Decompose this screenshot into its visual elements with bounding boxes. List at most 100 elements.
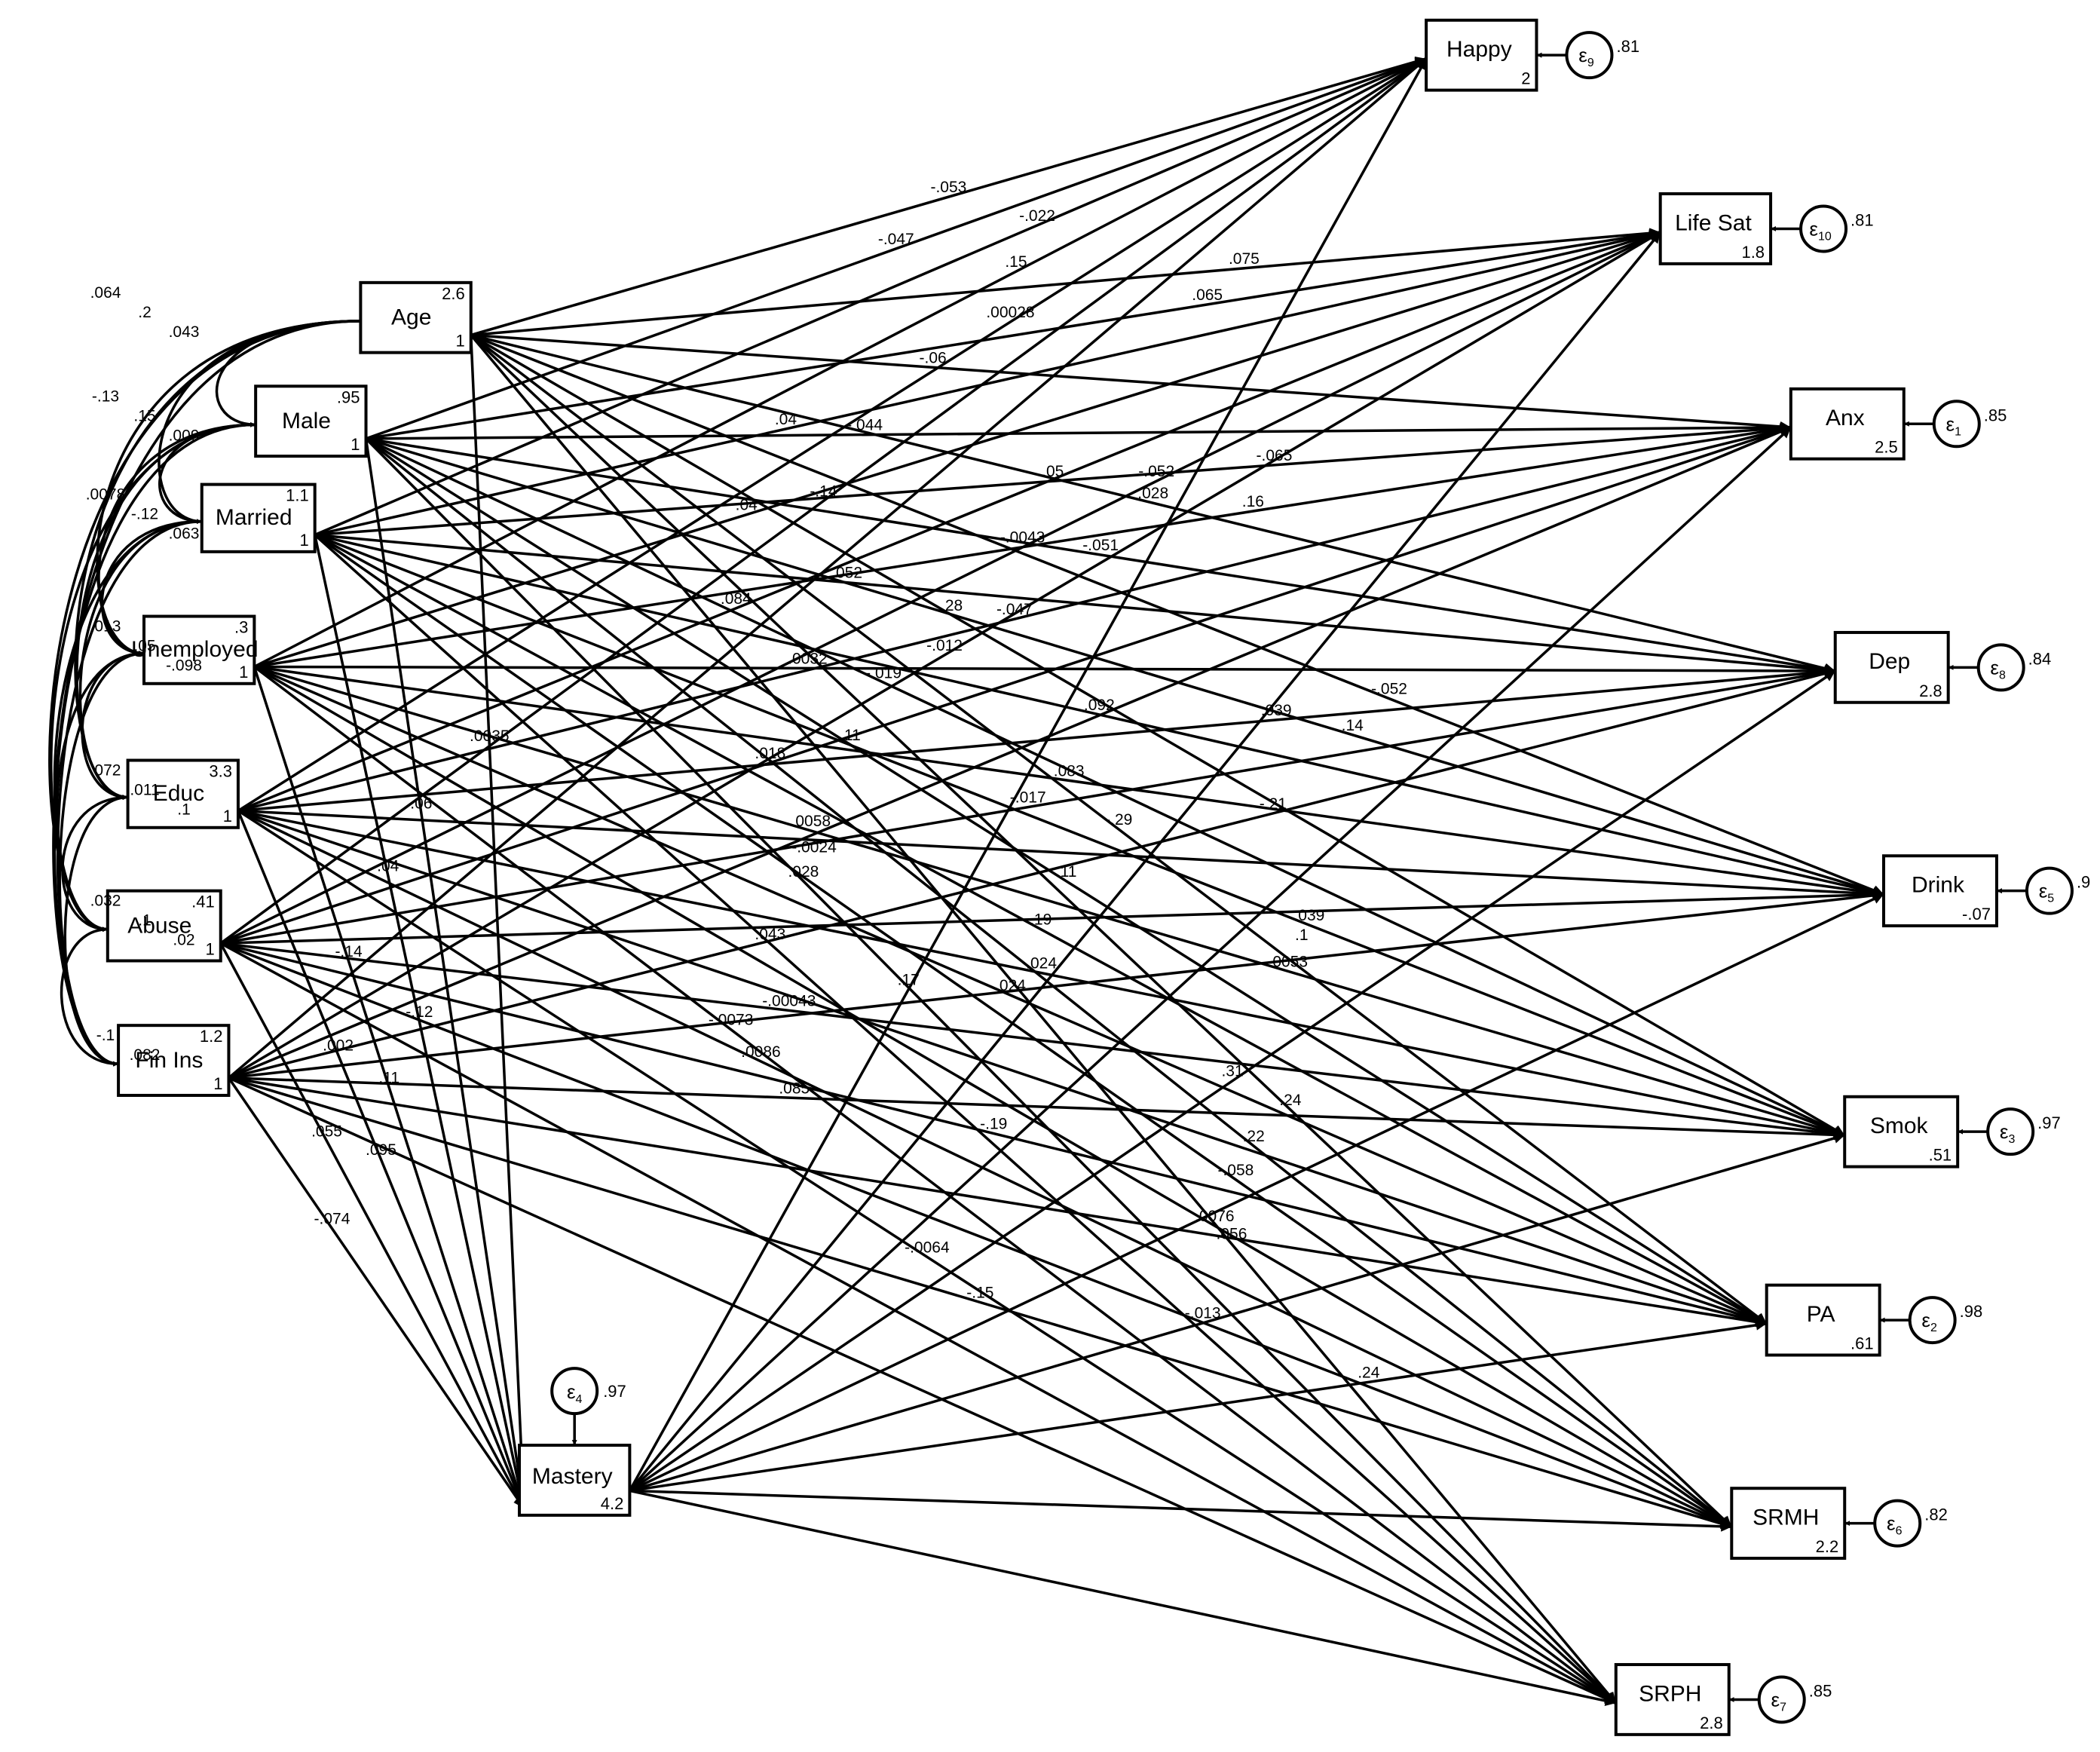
error-circle xyxy=(2025,866,2074,915)
path-unemployed-mastery xyxy=(253,666,526,1509)
path-coefficient-age: -.053 xyxy=(930,179,966,196)
covariance-coefficient: .1 xyxy=(138,912,152,930)
path-married-mastery xyxy=(313,534,527,1508)
node-label: Abuse xyxy=(127,913,191,938)
path-mastery-dep xyxy=(629,669,1836,1492)
node-label: SRPH xyxy=(1639,1681,1701,1706)
path-coefficient-unemployed: .15 xyxy=(1005,253,1027,271)
path-educ-mastery xyxy=(237,810,525,1509)
error-variance: .84 xyxy=(2028,649,2052,668)
node-label: Fin Ins xyxy=(135,1048,203,1073)
covariance-coefficient: .0078 xyxy=(86,486,126,504)
path-coefficient-unemployed: .024 xyxy=(995,977,1026,994)
path-coefficient-male: .22 xyxy=(1243,1128,1265,1145)
path-age-dep xyxy=(470,333,1836,674)
path-coefficient-educ: .002 xyxy=(323,1037,354,1054)
path-coefficient-educ: .00028 xyxy=(986,304,1034,321)
path-coefficient-married: -.12 xyxy=(406,1003,433,1021)
node-box xyxy=(1614,1663,1731,1736)
path-coefficient-abuse: -.00043 xyxy=(762,992,816,1009)
node-label: Unemployed xyxy=(131,637,258,662)
path-educ-drink xyxy=(237,809,1884,899)
covariance-coefficient: .011 xyxy=(130,782,159,799)
node-intercept: 2 xyxy=(1521,69,1530,88)
path-coefficient-abuse: -.017 xyxy=(1010,789,1046,807)
path-unemployed-pa xyxy=(253,665,1768,1325)
path-educ-srph xyxy=(237,809,1617,1705)
covariance-coefficient: .032 xyxy=(90,893,121,910)
regression-paths xyxy=(219,56,1884,1706)
path-coefficient-educ: -.047 xyxy=(996,601,1033,618)
path-male-pa xyxy=(365,437,1768,1325)
node-label: Married xyxy=(216,505,292,530)
path-mastery-lifesat xyxy=(629,231,1662,1492)
node-intercept: 2.8 xyxy=(1919,682,1942,700)
path-married-happy xyxy=(314,57,1427,537)
node-intercept: -.07 xyxy=(1962,905,1991,923)
path-coefficient-age: -.06 xyxy=(920,349,947,366)
path-coefficient-male: .11 xyxy=(1056,863,1077,881)
path-coefficient-age: -.29 xyxy=(1105,811,1132,829)
path-coefficient-educ: .056 xyxy=(1217,1226,1247,1243)
path-coefficient-unemployed: .0058 xyxy=(791,813,831,830)
path-finins-srmh xyxy=(228,1077,1732,1529)
path-unemployed-smok xyxy=(253,665,1845,1138)
node-box xyxy=(1425,18,1538,92)
node-intercept: 4.2 xyxy=(601,1494,624,1513)
path-abuse-drink xyxy=(220,889,1884,945)
error-term-happy: ε9.81 xyxy=(1536,31,1639,80)
node-label: PA xyxy=(1807,1302,1835,1327)
covariance-coefficient: .1 xyxy=(177,801,191,819)
node-intercept: 2.2 xyxy=(1816,1537,1839,1556)
path-age-smok xyxy=(470,333,1846,1137)
path-coefficient-finins: .085 xyxy=(779,1080,810,1097)
path-coefficient-educ: .095 xyxy=(366,1141,396,1159)
path-abuse-lifesat xyxy=(219,231,1661,945)
error-term-srmh: ε6.82 xyxy=(1844,1499,1948,1548)
path-male-lifesat xyxy=(366,228,1661,440)
path-unemployed-happy xyxy=(253,57,1427,669)
path-coefficient-unemployed: .04 xyxy=(736,497,758,514)
node-mean: .95 xyxy=(337,387,360,406)
node-box xyxy=(1658,192,1773,265)
path-unemployed-srph xyxy=(253,666,1617,1705)
node-intercept: 2.5 xyxy=(1875,438,1898,457)
node-label: Educ xyxy=(153,781,204,806)
node-intercept: 1 xyxy=(456,332,465,351)
node-mean: .41 xyxy=(191,893,215,911)
covariance-coefficient: .064 xyxy=(90,284,121,302)
path-coefficient-educ: .039 xyxy=(1261,702,1292,719)
node-label: Life Sat xyxy=(1675,210,1752,235)
node-mean: 1.2 xyxy=(200,1027,223,1046)
error-term-pa: ε2.98 xyxy=(1879,1296,1982,1345)
path-coefficient-married: -.058 xyxy=(1217,1162,1254,1179)
error-term-mastery: ε4.97 xyxy=(550,1367,626,1446)
path-coefficient-age: .028 xyxy=(1137,485,1168,502)
covariance-arc-abuse-finins xyxy=(60,927,119,1067)
error-variance: .9 xyxy=(2077,873,2090,892)
path-age-drink xyxy=(470,333,1884,896)
path-coefficient-age: .24 xyxy=(1279,1092,1302,1109)
covariance-coefficient: -.13 xyxy=(92,387,119,405)
path-coefficient-educ: -.0064 xyxy=(905,1239,950,1256)
path-coefficient-age: .28 xyxy=(941,597,963,614)
path-coefficient-unemployed: -.0073 xyxy=(709,1012,754,1029)
node-mean: 2.6 xyxy=(442,284,465,303)
path-coefficient-finins: -.15 xyxy=(966,1285,993,1302)
path-coefficient-abuse: .018 xyxy=(755,745,785,762)
path-coefficient-finins: -.074 xyxy=(314,1211,351,1228)
node-abuse: Abuse.411 xyxy=(106,889,222,963)
error-term-smok: ε3.97 xyxy=(1958,1107,2061,1156)
path-unemployed-dep xyxy=(254,665,1835,676)
covariance-coefficient: .02 xyxy=(173,932,194,949)
path-coefficient-abuse: .055 xyxy=(311,1123,342,1141)
path-coefficient-unemployed: .16 xyxy=(1242,493,1264,510)
node-label: Smok xyxy=(1870,1113,1929,1138)
path-mastery-srph xyxy=(629,1489,1617,1706)
